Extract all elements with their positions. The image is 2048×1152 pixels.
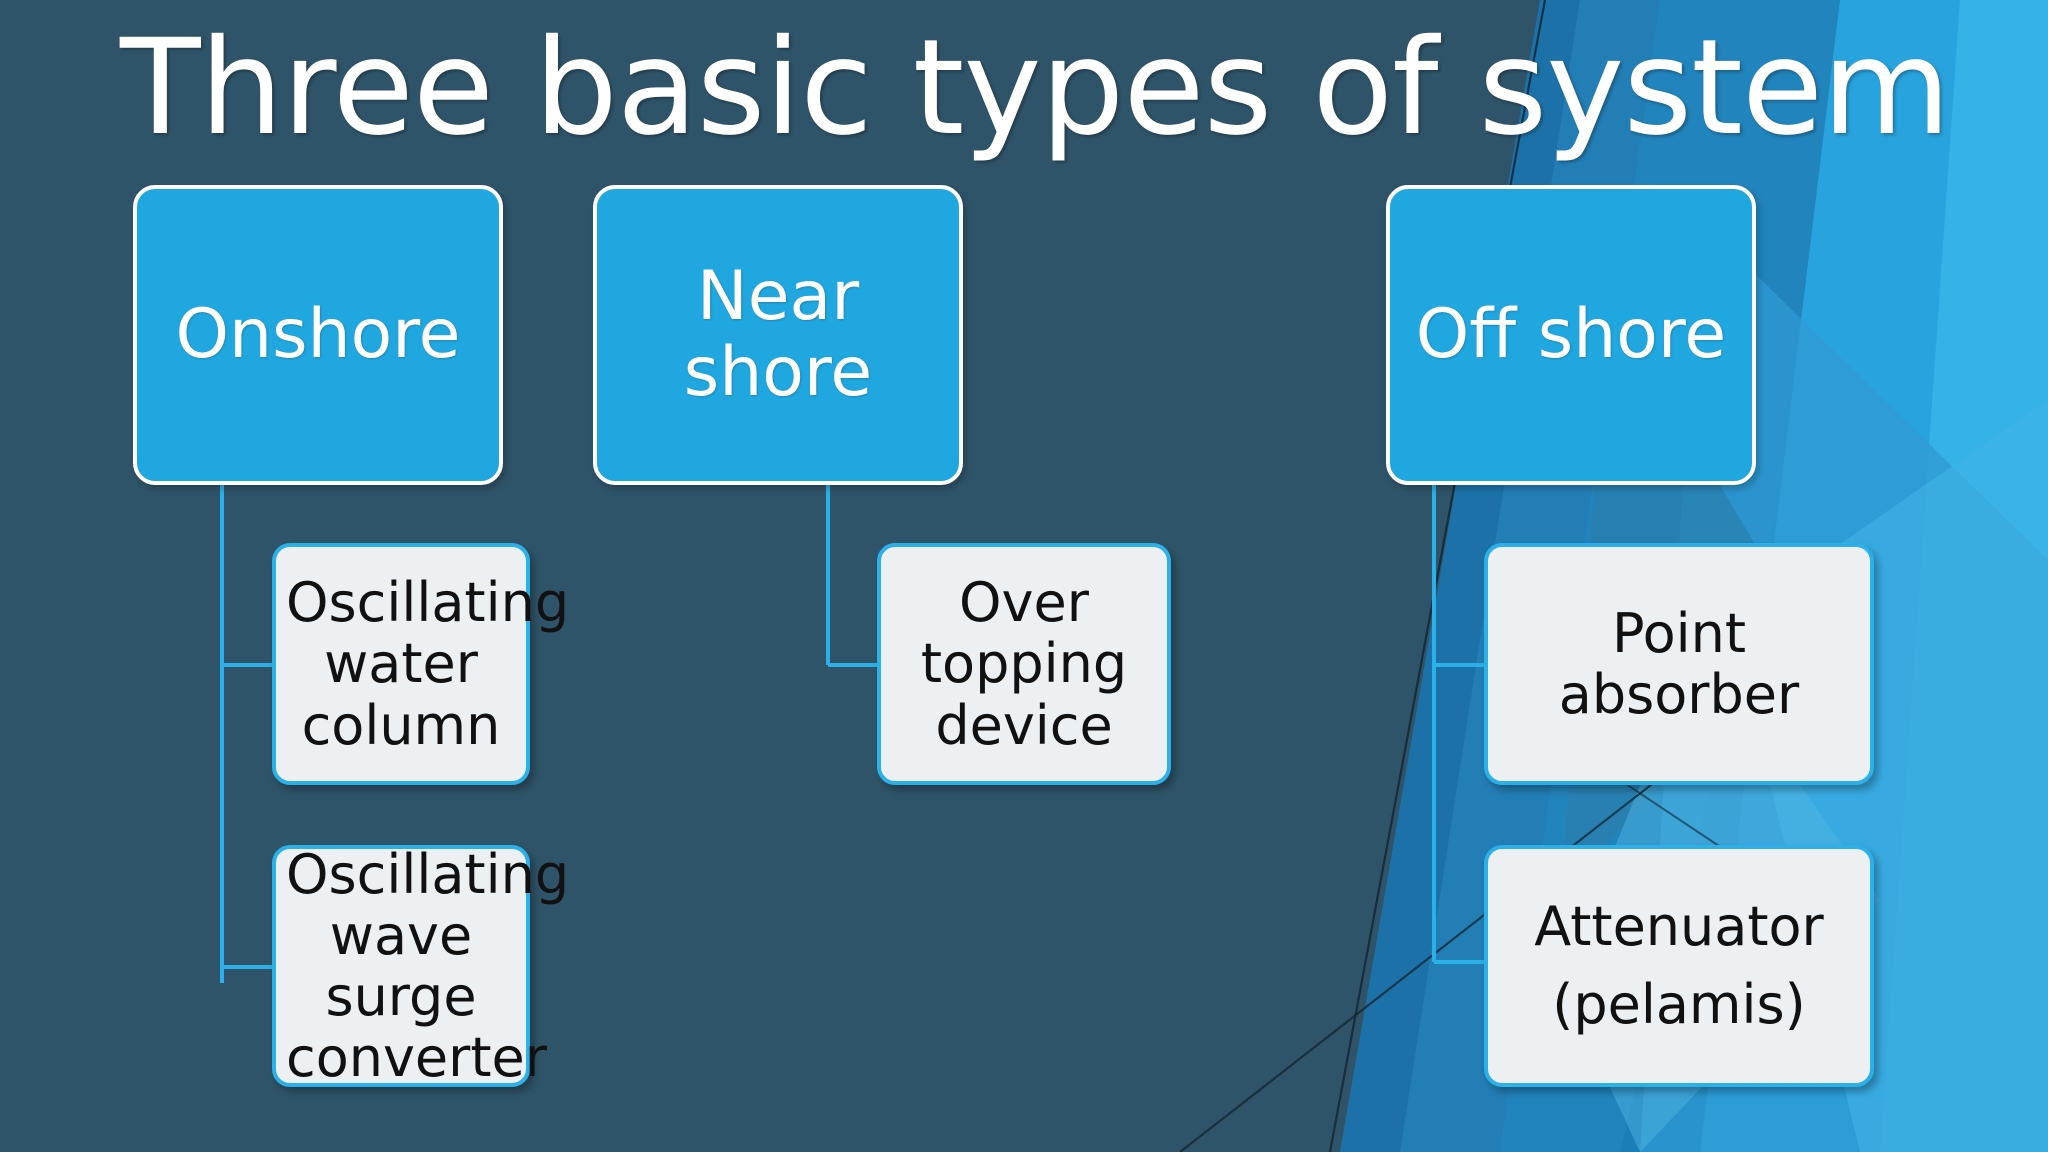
node-over-topping-device[interactable]: Over topping device xyxy=(877,543,1171,785)
node-oscillating-water-column-label: Oscillating water column xyxy=(286,571,570,757)
node-attenuator-pelamis-label: Attenuator(pelamis) xyxy=(1534,894,1824,1036)
node-oscillating-wave-surge-converter[interactable]: Oscillating wave surge converter xyxy=(272,842,570,1090)
node-near-shore[interactable]: Near shore xyxy=(593,185,963,485)
node-attenuator-pelamis[interactable]: Attenuator(pelamis) xyxy=(1484,845,1874,1087)
node-oscillating-wave-surge-converter-label: Oscillating wave surge converter xyxy=(286,842,570,1090)
node-near-shore-label: Near shore xyxy=(683,256,873,412)
node-onshore[interactable]: Onshore xyxy=(133,185,503,485)
node-onshore-label: Onshore xyxy=(175,294,461,374)
node-point-absorber[interactable]: Point absorber xyxy=(1484,543,1874,785)
node-over-topping-device-label: Over topping device xyxy=(920,571,1128,757)
node-point-absorber-label: Point absorber xyxy=(1558,601,1800,726)
node-oscillating-water-column[interactable]: Oscillating water column xyxy=(272,543,570,785)
node-off-shore-label: Off shore xyxy=(1415,294,1727,374)
slide-title: Three basic types of system xyxy=(120,11,1951,165)
node-off-shore[interactable]: Off shore xyxy=(1386,185,1756,485)
